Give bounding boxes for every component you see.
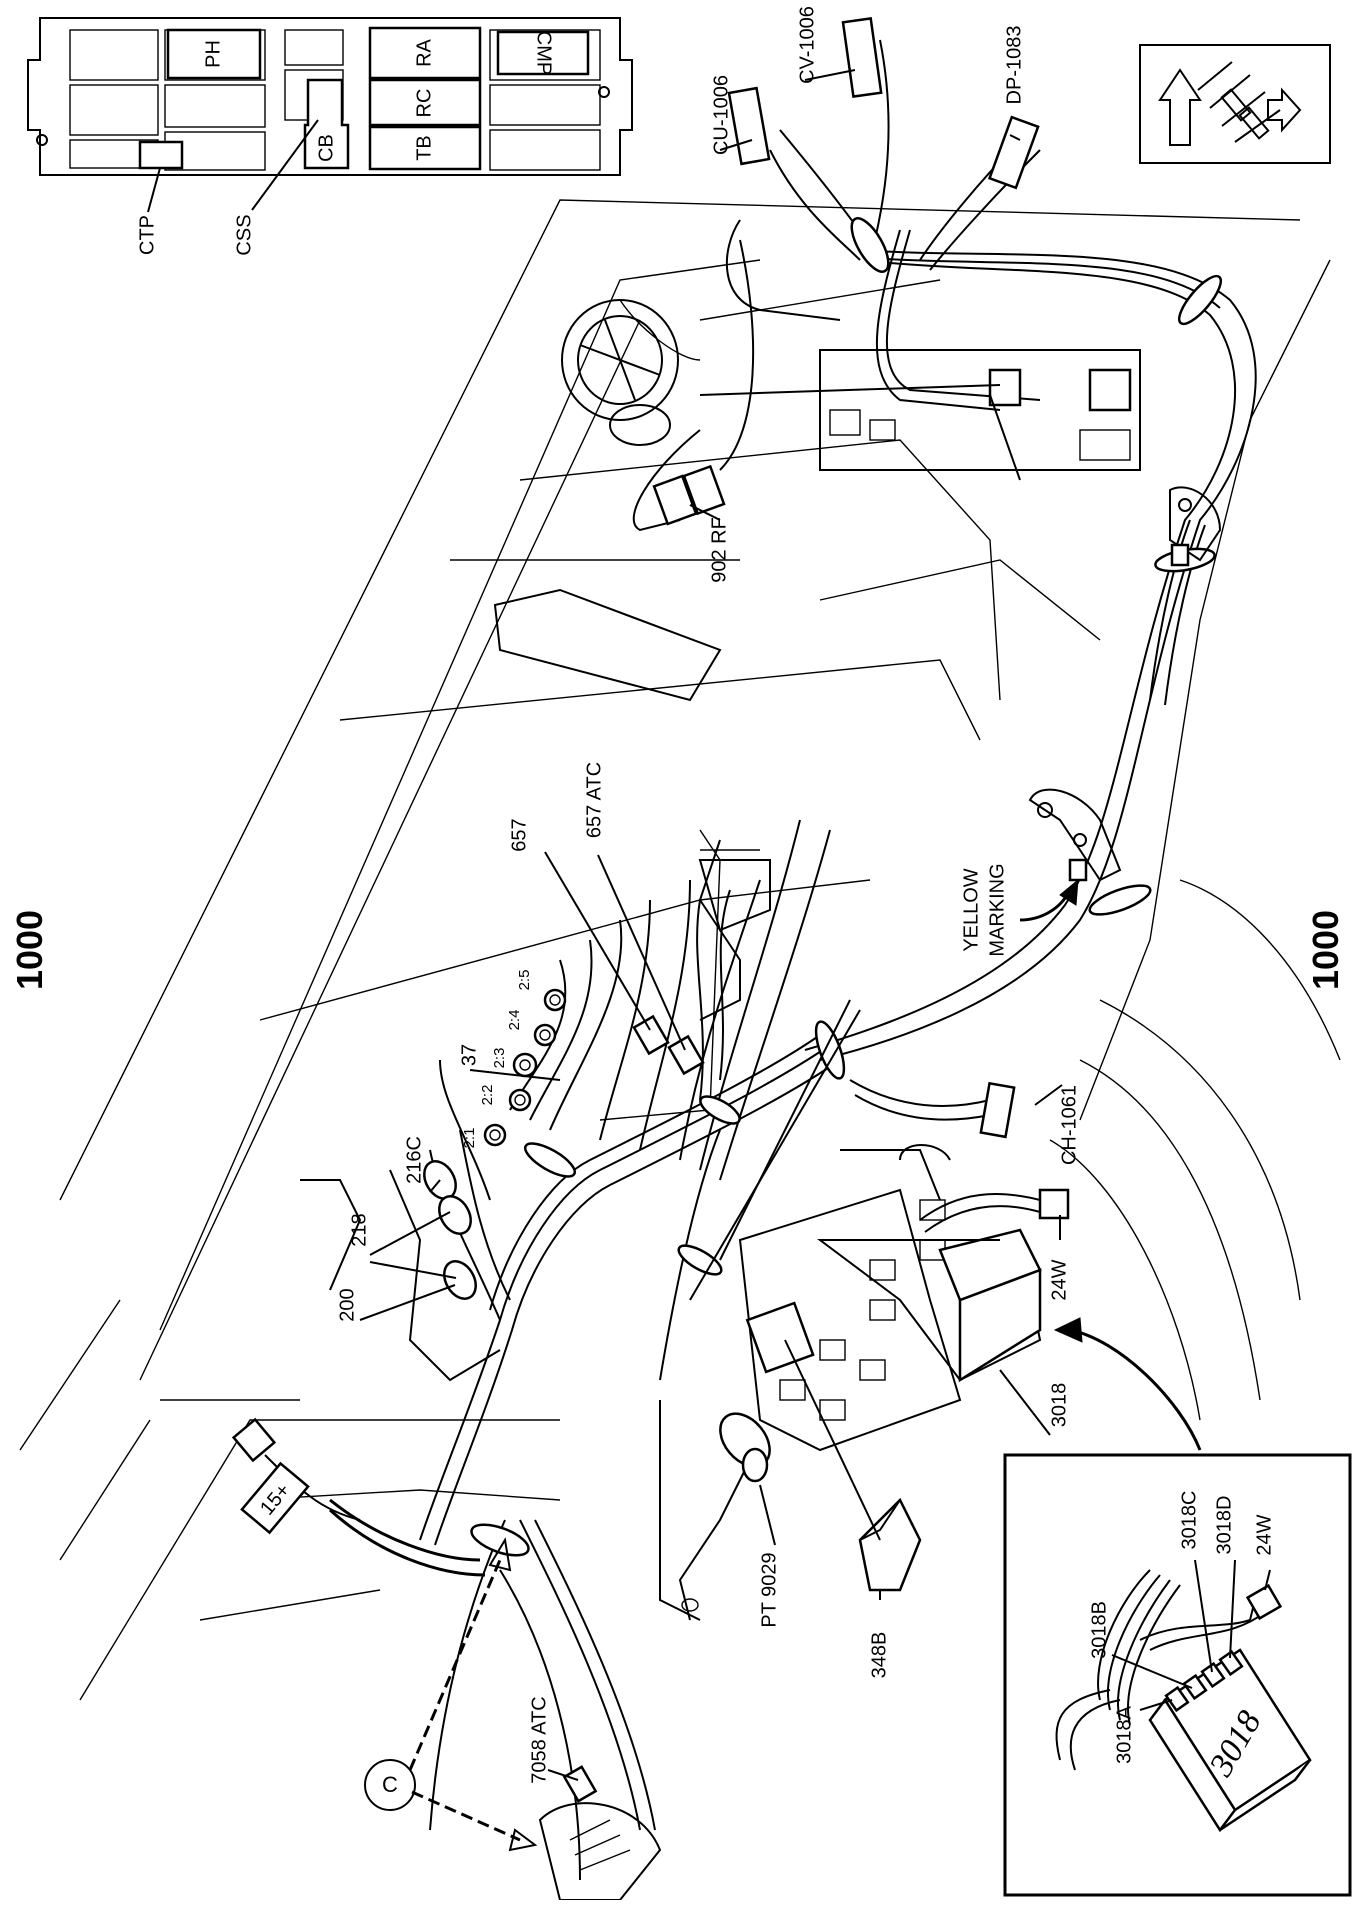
relay-board	[659, 1144, 1042, 1621]
page-number-right: 1000	[1305, 910, 1346, 990]
connector-cv1006	[841, 16, 883, 98]
relay-ph-label: PH	[202, 40, 224, 68]
connector-902rf	[632, 239, 755, 532]
inset-label-3018c: 3018C	[1178, 1491, 1200, 1550]
label-cv1006: CV-1006	[796, 6, 818, 84]
harness-ties	[470, 217, 1222, 1557]
label-218: 218	[348, 1213, 370, 1246]
callout-css: CSS	[233, 214, 255, 255]
label-yellow-1: YELLOW	[960, 868, 982, 951]
label-yellow-2: MARKING	[986, 863, 1008, 956]
label-657: 657	[508, 818, 530, 851]
relay-348b	[858, 1497, 922, 1592]
label-pin-2-1: 2:1	[461, 1128, 478, 1149]
label-pin-2-5: 2:5	[516, 970, 533, 991]
speaker	[561, 299, 679, 446]
label-348b: 348B	[868, 1632, 890, 1679]
dashboard-outline	[19, 199, 1341, 1701]
relay-tb-label: TB	[413, 135, 435, 161]
page-number-left: 1000	[9, 910, 50, 990]
relay-ra-label: RA	[413, 38, 435, 66]
label-657atc: 657 ATC	[583, 762, 605, 838]
label-200: 200	[336, 1288, 358, 1321]
relay-tb	[368, 125, 482, 171]
connector-ch1061	[979, 1081, 1016, 1139]
view-marker-label: C	[382, 1772, 398, 1797]
relay-panel	[819, 349, 1141, 471]
label-ch1061: CH-1061	[1058, 1085, 1080, 1165]
main-harness	[328, 39, 1257, 1881]
label-dp1083: DP-1083	[1003, 26, 1025, 105]
connector-cu1006	[727, 86, 771, 166]
label-pin-2-2: 2:2	[479, 1085, 496, 1106]
callout-ctp: CTP	[136, 215, 158, 255]
sensor-pt9029	[719, 1412, 771, 1483]
clip-bracket	[1169, 486, 1222, 567]
view-marker	[364, 1537, 538, 1852]
connector-7058atc	[538, 1765, 662, 1901]
label-pin-2-3: 2:3	[491, 1048, 508, 1069]
relay-3018	[938, 1228, 1042, 1383]
relay-cb	[303, 78, 350, 170]
relay-rc	[368, 78, 482, 127]
relay-ph	[166, 28, 262, 80]
label-pt9029: PT 9029	[758, 1552, 780, 1627]
relay-cb-label: CB	[315, 134, 337, 162]
connector-dp1083	[987, 115, 1040, 190]
relay-cmp-label: CMP	[533, 31, 555, 75]
label-24w: 24W	[1048, 1259, 1070, 1300]
inset-label-3018b: 3018B	[1088, 1601, 1110, 1659]
connector-24w	[1038, 1188, 1070, 1220]
inset-3018-detail	[1003, 1453, 1352, 1897]
inset-label-24w: 24W	[1253, 1514, 1275, 1555]
label-216c: 216C	[403, 1136, 425, 1184]
label-cu1006: CU-1006	[710, 75, 732, 155]
inset-label-3018d: 3018D	[1213, 1496, 1235, 1555]
relay-cmp	[496, 30, 590, 76]
label-7058atc: 7058 ATC	[528, 1696, 550, 1783]
inset-arrow	[1069, 1328, 1202, 1451]
label-3018: 3018	[1048, 1383, 1070, 1428]
relay-ra	[368, 26, 482, 80]
bulb-holders	[483, 988, 567, 1147]
lamp-sockets	[300, 1160, 501, 1382]
modules-657	[632, 859, 771, 1076]
connector-15plus	[231, 1417, 361, 1535]
arrow-orientation-icon	[1139, 44, 1331, 164]
yellow-marking-bracket	[1028, 788, 1122, 882]
fuse-box: PH RA RC TB CB CMP	[27, 17, 633, 213]
label-pin-2-4: 2:4	[506, 1010, 523, 1031]
label-37: 37	[458, 1044, 480, 1066]
relay-rc-label: RC	[413, 89, 435, 118]
relay-board-module	[745, 1301, 815, 1374]
inset-label-3018a: 3018A	[1113, 1705, 1135, 1763]
leader-lines	[359, 69, 1063, 1781]
label-902rf: 902 RF	[708, 517, 730, 583]
